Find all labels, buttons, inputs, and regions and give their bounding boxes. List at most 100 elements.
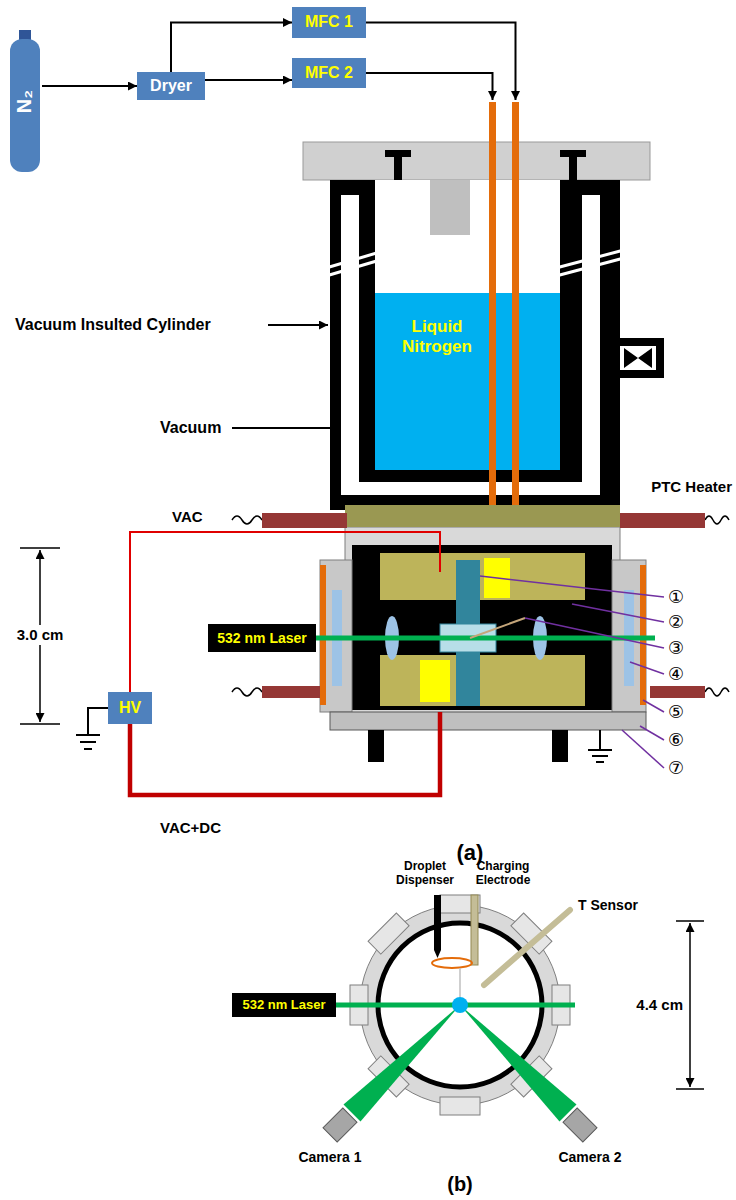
callout-number: ⑦ bbox=[668, 758, 684, 779]
sensor-pointer bbox=[470, 618, 525, 638]
test-chamber bbox=[380, 655, 585, 706]
part-label: Vacuum bbox=[160, 419, 221, 437]
ptc-heater bbox=[262, 513, 705, 698]
callout-number: ② bbox=[668, 612, 684, 633]
leader-line bbox=[480, 576, 664, 597]
test-chamber bbox=[352, 545, 612, 710]
power-supply-box: HV bbox=[108, 692, 152, 724]
laser-box: 532 nm Laser bbox=[232, 993, 336, 1017]
droplet bbox=[452, 997, 468, 1013]
dewar-cylinder bbox=[624, 348, 652, 368]
ground-symbol bbox=[588, 730, 612, 762]
charging-electrode bbox=[471, 895, 478, 965]
laser-beam bbox=[316, 636, 655, 641]
node-text: 532 nm Laser bbox=[242, 998, 325, 1013]
ptc-heater bbox=[262, 513, 347, 528]
heater-wire bbox=[232, 688, 262, 696]
drop-path bbox=[459, 968, 461, 997]
camera-cone bbox=[344, 1005, 577, 1122]
node-text: HV bbox=[119, 699, 141, 717]
callout-number: ⑥ bbox=[668, 730, 684, 751]
label-arrow bbox=[232, 325, 340, 428]
ptc-heater bbox=[620, 513, 705, 528]
heater-wire bbox=[232, 516, 262, 524]
part-label: Camera 1 bbox=[298, 1149, 361, 1165]
gas-tube bbox=[489, 102, 496, 520]
part-label: T Sensor bbox=[578, 897, 638, 913]
droplet-dispenser bbox=[434, 950, 441, 958]
camera-symbol bbox=[563, 1108, 597, 1142]
droplet-dispenser bbox=[434, 895, 441, 958]
part-label: Droplet Dispenser bbox=[390, 860, 460, 888]
node-text: MFC 1 bbox=[305, 13, 353, 31]
ground-symbol bbox=[76, 708, 612, 762]
temperature-sensor bbox=[484, 910, 570, 985]
chamber-top-view bbox=[440, 1097, 480, 1115]
gas-line bbox=[42, 85, 137, 87]
ground-symbol bbox=[76, 708, 108, 749]
dimension-line bbox=[689, 923, 691, 1087]
dewar-cylinder bbox=[620, 346, 656, 370]
test-chamber bbox=[456, 560, 480, 626]
cylinder-body bbox=[10, 39, 40, 172]
label-arrow bbox=[268, 324, 328, 326]
part-label: PTC Heater bbox=[651, 478, 732, 495]
signal-label: VAC+DC bbox=[160, 819, 221, 836]
gas-line bbox=[205, 79, 292, 81]
heater-wire bbox=[705, 516, 729, 524]
part-label: Camera 2 bbox=[558, 1149, 621, 1165]
ptc-heater bbox=[262, 686, 320, 698]
dewar-cylinder bbox=[330, 180, 620, 510]
camera-cone bbox=[344, 1005, 461, 1122]
node-text: N₂ bbox=[14, 89, 37, 112]
charging-ring bbox=[432, 958, 472, 968]
camera-symbol bbox=[323, 1108, 357, 1142]
test-chamber bbox=[368, 730, 384, 762]
gas-cylinder: N₂ bbox=[8, 30, 42, 172]
gas-line bbox=[171, 23, 292, 73]
laser-box: 532 nm Laser bbox=[208, 624, 316, 652]
node-text: Liquid Nitrogen bbox=[389, 317, 485, 356]
leader-line bbox=[643, 700, 664, 712]
leader-line bbox=[525, 618, 664, 648]
leader-line bbox=[480, 576, 664, 768]
callout-number: ④ bbox=[668, 664, 684, 685]
flow-controller-box: MFC 1 bbox=[292, 7, 366, 38]
test-chamber bbox=[320, 565, 326, 705]
droplet-dispenser bbox=[434, 895, 441, 950]
heater-wire bbox=[705, 688, 729, 696]
test-chamber bbox=[345, 527, 620, 717]
gas-tube bbox=[489, 102, 519, 520]
dryer-box: Dryer bbox=[137, 72, 205, 100]
node-text: 532 nm Laser bbox=[217, 630, 307, 646]
node-text: Dryer bbox=[150, 77, 192, 95]
camera-symbol bbox=[323, 1108, 597, 1142]
gas-line bbox=[366, 23, 516, 101]
leader-line bbox=[630, 662, 664, 674]
dewar-cylinder bbox=[326, 250, 624, 276]
callout-number: ⑤ bbox=[668, 702, 684, 723]
dewar-cylinder bbox=[430, 180, 470, 235]
ptc-heater bbox=[650, 686, 705, 698]
test-chamber bbox=[420, 660, 450, 702]
liquid-nitrogen: Liquid Nitrogen bbox=[375, 293, 560, 470]
label-arrow bbox=[232, 427, 340, 429]
base-plate bbox=[345, 505, 620, 527]
part-label: Vacuum Insulted Cylinder bbox=[15, 316, 211, 334]
dewar-cylinder bbox=[375, 180, 560, 470]
node-text: MFC 2 bbox=[305, 64, 353, 82]
gas-tube bbox=[512, 102, 519, 520]
top-flange bbox=[303, 142, 650, 180]
gas-line bbox=[366, 23, 516, 101]
callout-number: ③ bbox=[668, 638, 684, 659]
dimension-label: 4.4 cm bbox=[636, 996, 683, 1013]
test-chamber bbox=[552, 730, 568, 762]
liquid-nitrogen-fill bbox=[375, 293, 560, 470]
leader-line bbox=[622, 730, 664, 768]
hv-wire bbox=[130, 532, 440, 795]
test-chamber bbox=[320, 527, 646, 762]
dewar-cylinder bbox=[620, 338, 664, 378]
hv-wire bbox=[130, 712, 440, 795]
